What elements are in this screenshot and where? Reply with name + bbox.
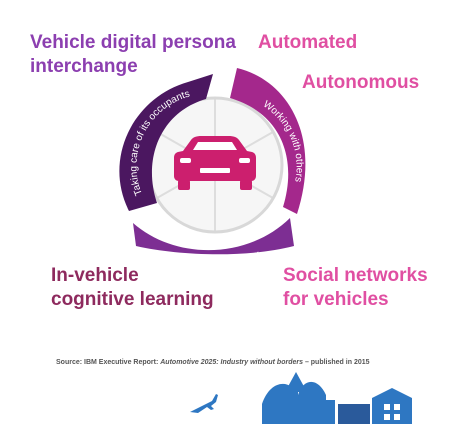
label-line: interchange xyxy=(30,56,138,77)
label-line: Social networks xyxy=(283,265,428,286)
label-vehicle-digital-persona: Vehicle digital persona interchange xyxy=(30,31,236,79)
airplane-icon xyxy=(190,394,218,413)
source-prefix: Source: IBM Executive Report: xyxy=(56,359,161,366)
source-title: Automotive 2025: Industry without border… xyxy=(160,359,303,366)
label-social-networks: Social networks for vehicles xyxy=(283,264,428,312)
label-line: for vehicles xyxy=(283,289,389,310)
segment-occupants xyxy=(119,74,213,211)
label-autonomous: Autonomous xyxy=(302,72,420,93)
segment-working-with-others xyxy=(230,68,306,214)
source-citation: Source: IBM Executive Report: Automotive… xyxy=(56,358,416,367)
segment-itself xyxy=(133,218,294,255)
label-line: In-vehicle xyxy=(51,265,139,286)
label-line: cognitive learning xyxy=(51,289,214,310)
label-line: Vehicle digital persona xyxy=(30,32,236,53)
source-suffix: – published in 2015 xyxy=(303,359,370,366)
city-skyline-icon xyxy=(262,372,412,424)
label-in-vehicle-cognitive-learning: In-vehicle cognitive learning xyxy=(51,264,214,312)
label-automated: Automated xyxy=(258,32,358,53)
car-icon xyxy=(174,136,256,190)
